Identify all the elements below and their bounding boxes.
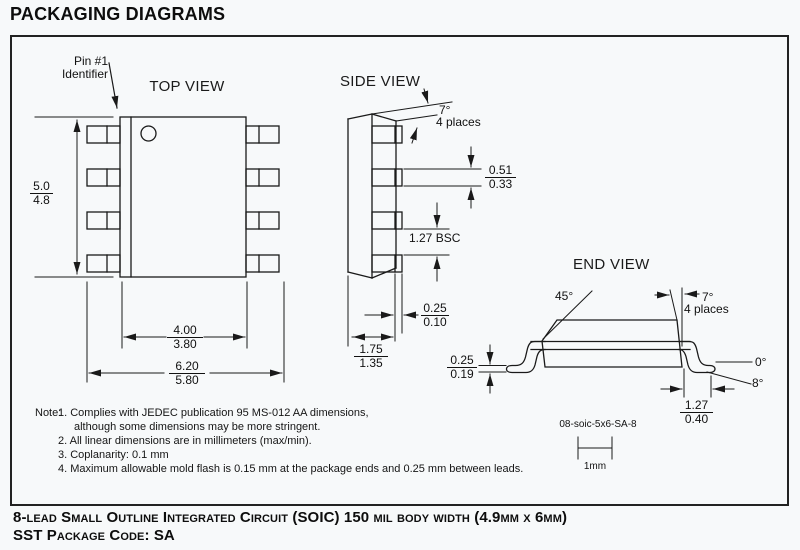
dim-lead-tip-max: 0.25: [421, 302, 449, 316]
dim-lead-tip: 0.25 0.10: [421, 302, 449, 329]
dim-overall-width-min: 5.80: [175, 373, 199, 387]
package-description: 8-lead Small Outline Integrated Circuit …: [13, 509, 568, 526]
dim-foot-length: 1.27 0.40: [680, 399, 713, 426]
note-line-2: 2. All linear dimensions are in millimet…: [58, 435, 312, 447]
dim-body-width: 4.00 3.80: [167, 324, 203, 351]
package-code: SST Package Code: SA: [13, 527, 175, 544]
diagram-border: [10, 35, 789, 506]
side-lead-angle-places-label: 4 places: [436, 115, 481, 129]
dim-foot-length-min: 0.40: [684, 412, 709, 426]
note-line-3: 3. Coplanarity: 0.1 mm: [58, 449, 169, 461]
note-line-4: 4. Maximum allowable mold flash is 0.15 …: [58, 463, 524, 475]
dim-package-height-max: 1.75: [354, 343, 388, 357]
dim-lead-thickness-end: 0.25 0.19: [447, 354, 477, 381]
side-lead-angle-label: 7°: [439, 103, 451, 117]
dim-lead-thickness-end-min: 0.19: [450, 367, 474, 381]
dim-body-width-max: 4.00: [167, 324, 203, 338]
dim-body-length-min: 4.8: [33, 193, 50, 207]
dim-lead-thickness-side-min: 0.33: [488, 177, 513, 191]
top-view-label: TOP VIEW: [149, 78, 225, 95]
dim-foot-length-max: 1.27: [680, 399, 713, 413]
drawing-ref-label: 08-soic-5x6-SA-8: [559, 419, 637, 430]
dim-lead-tip-min: 0.10: [423, 315, 447, 329]
note-line-1-cont: although some dimensions may be more str…: [74, 421, 321, 433]
dim-package-height: 1.75 1.35: [354, 343, 388, 370]
dim-package-height-min: 1.35: [359, 356, 383, 370]
side-view-label: SIDE VIEW: [340, 73, 421, 90]
end-chamfer-angle-label: 45°: [555, 289, 574, 303]
pin1-identifier-label: Pin #1 Identifier: [61, 54, 108, 81]
dim-lead-thickness-side: 0.51 0.33: [485, 164, 516, 191]
end-lead-angle-places-label: 4 places: [684, 302, 729, 316]
dim-overall-width: 6.20 5.80: [169, 360, 205, 387]
dim-overall-width-max: 6.20: [169, 360, 205, 374]
dim-body-length: 5.0 4.8: [30, 180, 53, 207]
dim-lead-thickness-side-max: 0.51: [485, 164, 516, 178]
end-view-label: END VIEW: [573, 256, 650, 273]
dim-body-length-max: 5.0: [30, 180, 53, 194]
note-line-1: 1. Complies with JEDEC publication 95 MS…: [58, 407, 369, 419]
page-title: PACKAGING DIAGRAMS: [10, 4, 226, 24]
dim-lead-pitch-label: 1.27 BSC: [409, 231, 461, 245]
dim-lead-thickness-end-max: 0.25: [447, 354, 477, 368]
dim-body-width-min: 3.80: [173, 337, 197, 351]
end-foot-angle-min-label: 0°: [755, 355, 767, 369]
end-foot-angle-max-label: 8°: [752, 376, 764, 390]
end-lead-angle-label: 7°: [702, 290, 714, 304]
scale-bar-label: 1mm: [583, 461, 607, 472]
notes-heading: Note:: [35, 407, 62, 419]
